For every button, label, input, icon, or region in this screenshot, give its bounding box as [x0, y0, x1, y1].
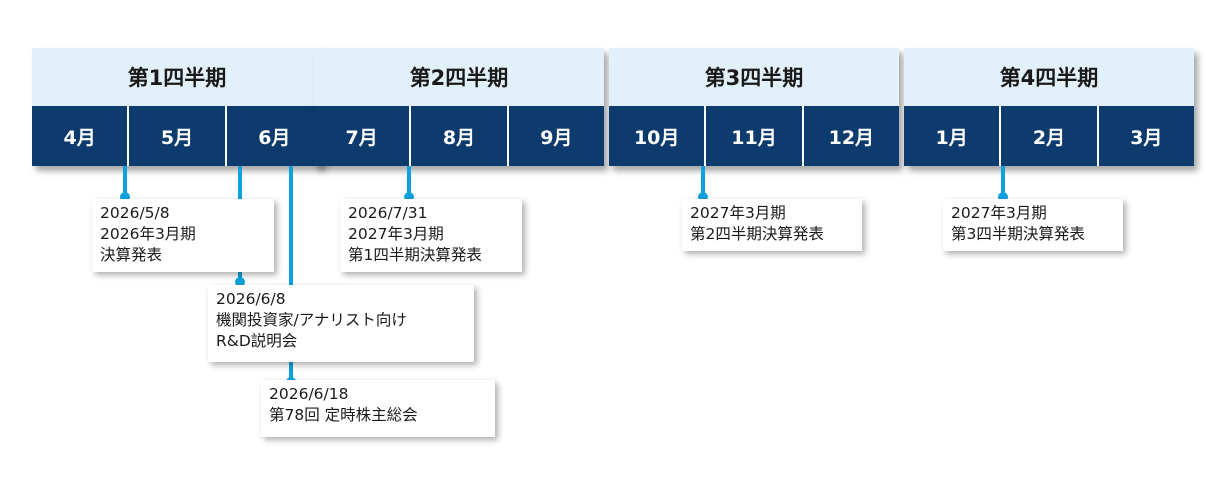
event-line: R&D説明会 [216, 332, 298, 350]
connector-q1-earnings [407, 166, 411, 196]
event-rd-briefing: 2026/6/8 機関投資家/アナリスト向け R&D説明会 [208, 285, 474, 362]
event-line: 第1四半期決算発表 [348, 246, 482, 264]
event-line: 2027年3月期 [951, 204, 1047, 222]
event-line: 機関投資家/アナリスト向け [216, 311, 407, 329]
month-sep: 9月 [506, 106, 604, 166]
connector-dot-q1-earnings [404, 192, 414, 202]
event-date: 2026/6/8 [216, 290, 286, 308]
month-apr: 4月 [63, 126, 96, 149]
connector-dot-rd-briefing [235, 277, 245, 287]
month-jun: 6月 [224, 106, 322, 166]
event-line: 2027年3月期 [690, 204, 786, 222]
connector-dot-q3-earnings [998, 192, 1008, 202]
event-line: 第78回 定時株主総会 [269, 406, 418, 424]
quarter-1-label: 第1四半期 [32, 48, 322, 106]
quarter-2-months: 7月 8月 9月 [314, 106, 604, 166]
month-dec: 12月 [801, 106, 899, 166]
connector-q3-earnings [1001, 166, 1005, 196]
quarter-2: 第2四半期 7月 8月 9月 [314, 48, 604, 166]
month-jul: 7月 [345, 126, 378, 149]
connector-agm [289, 166, 293, 380]
month-mar: 3月 [1096, 106, 1194, 166]
event-line: 2026年3月期 [100, 225, 196, 243]
quarter-1-months: 4月 5月 6月 [32, 106, 322, 166]
event-date: 2026/6/18 [269, 385, 349, 403]
month-may: 5月 [127, 106, 224, 166]
event-line: 決算発表 [100, 246, 163, 264]
event-line: 第2四半期決算発表 [690, 225, 824, 243]
quarter-3-months: 10月 11月 12月 [609, 106, 899, 166]
month-aug: 8月 [409, 106, 506, 166]
event-q3-earnings: 2027年3月期 第3四半期決算発表 [943, 199, 1123, 251]
quarter-1: 第1四半期 4月 5月 6月 [32, 48, 322, 166]
month-nov: 11月 [704, 106, 801, 166]
event-q1-earnings: 2026/7/31 2027年3月期 第1四半期決算発表 [340, 199, 522, 272]
event-line: 第3四半期決算発表 [951, 225, 1085, 243]
quarter-3-label: 第3四半期 [609, 48, 899, 106]
event-agm: 2026/6/18 第78回 定時株主総会 [261, 380, 495, 437]
connector-dot-earnings-may [120, 192, 130, 202]
quarter-2-label: 第2四半期 [314, 48, 604, 106]
event-earnings-may: 2026/5/8 2026年3月期 決算発表 [92, 199, 274, 272]
event-q2-earnings: 2027年3月期 第2四半期決算発表 [682, 199, 862, 251]
event-line: 2027年3月期 [348, 225, 444, 243]
quarter-4-months: 1月 2月 3月 [904, 106, 1194, 166]
quarter-3: 第3四半期 10月 11月 12月 [609, 48, 899, 166]
connector-q2-earnings [701, 166, 705, 196]
quarter-4: 第4四半期 1月 2月 3月 [904, 48, 1194, 166]
quarter-4-label: 第4四半期 [904, 48, 1194, 106]
month-oct: 10月 [633, 126, 680, 149]
month-jan: 1月 [935, 126, 968, 149]
event-date: 2026/5/8 [100, 204, 170, 222]
event-date: 2026/7/31 [348, 204, 428, 222]
month-feb: 2月 [999, 106, 1096, 166]
connector-dot-q2-earnings [698, 192, 708, 202]
connector-earnings-may [123, 166, 127, 196]
